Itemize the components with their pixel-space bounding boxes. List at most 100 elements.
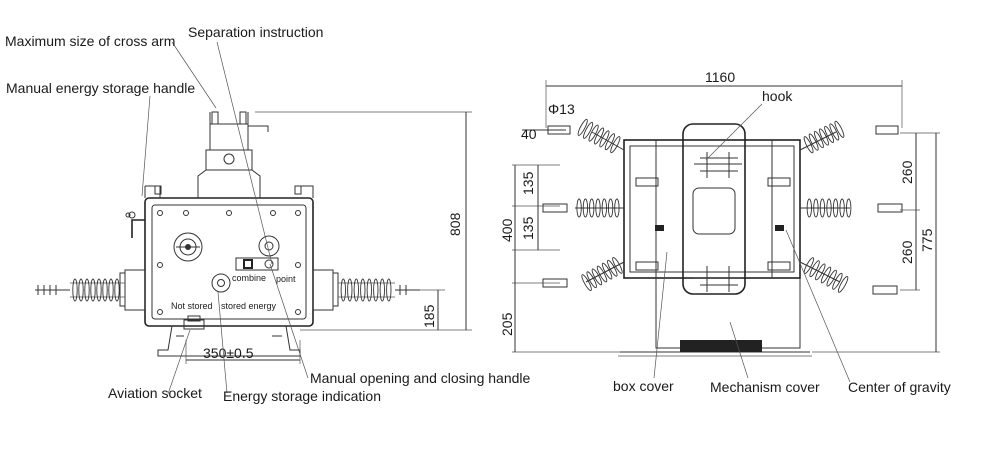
right-dimensions: 1160 Φ13 40 135 135 400 205 260 260 775 [499, 69, 940, 353]
left-dimensions: 808 185 350±0.5 [185, 111, 472, 364]
insulator-fin [819, 128, 829, 146]
insulator-fin [591, 268, 603, 286]
box-cover [623, 139, 801, 279]
insulator-fin [379, 278, 385, 302]
insulator-fin [832, 272, 843, 290]
dim-808: 808 [447, 212, 463, 236]
insulator-fin [610, 136, 621, 154]
dim-400: 400 [499, 218, 515, 242]
insulator-fin [589, 198, 595, 218]
insulator-fin [813, 198, 819, 218]
not-stored-label: Not stored [171, 301, 213, 311]
energy-dial [173, 232, 203, 262]
cover-bolts [157, 210, 301, 315]
label-hook: hook [762, 88, 793, 104]
insulator-fin [340, 278, 346, 302]
label-manual-storage-handle: Manual energy storage handle [6, 80, 195, 96]
right-bushing [312, 269, 420, 311]
insulator-fin [577, 118, 588, 136]
insulator-fin [347, 278, 353, 302]
insulator-fin [96, 278, 102, 302]
insulator-fin [826, 269, 837, 287]
insulator-fin [108, 278, 114, 302]
label-center-of-gravity: Center of gravity [848, 379, 951, 395]
insulator-fin [803, 136, 814, 154]
label-manual-open-close-handle: Manual opening and closing handle [310, 370, 530, 386]
dim-205: 205 [499, 312, 515, 336]
storage-indicator-dial [211, 273, 231, 293]
mechanism-panel [682, 123, 746, 295]
dim-phi13: Φ13 [548, 101, 575, 117]
storage-handle-rod [131, 219, 145, 238]
insulator-fin [583, 121, 594, 139]
marker-right [775, 225, 784, 231]
insulator-fin [839, 198, 845, 218]
insulator-fin [576, 198, 582, 218]
stored-energy-label: stored energy [221, 301, 277, 311]
insulator-fin [366, 278, 372, 302]
side-bushings-left [542, 118, 625, 291]
insulator-fin [829, 123, 840, 141]
front-view: combine point Not stored stored energy [35, 41, 472, 395]
dim-1160: 1160 [705, 69, 735, 85]
label-aviation-socket: Aviation socket [108, 385, 202, 401]
insulator-fin [806, 198, 812, 218]
point-label: point [276, 274, 296, 284]
label-max-cross-arm: Maximum size of cross arm [5, 33, 175, 49]
insulator-fin [78, 278, 84, 302]
dim-135-upper: 135 [520, 171, 536, 195]
insulator-fin [586, 271, 597, 289]
label-separation-instruction: Separation instruction [188, 24, 323, 40]
dim-40: 40 [521, 126, 537, 142]
combine-point-indicator [235, 257, 279, 271]
insulator-fin [114, 278, 120, 302]
insulator-fin [386, 278, 392, 302]
mounting-feet [157, 325, 301, 357]
insulator-fin [803, 257, 815, 275]
dim-260-lower: 260 [899, 240, 915, 264]
insulator-fin [826, 198, 832, 218]
dim-775: 775 [919, 228, 935, 252]
marker-left [655, 225, 664, 231]
dim-260-upper: 260 [899, 160, 915, 184]
mechanism-cover [655, 278, 801, 349]
insulator-fin [601, 198, 607, 218]
insulator-fin [809, 260, 820, 278]
left-leaders [141, 41, 309, 395]
insulator-fin [832, 198, 839, 218]
aviation-socket [183, 319, 205, 330]
insulator-fin [601, 262, 613, 280]
hook-bars [694, 152, 742, 292]
insulator-fin [614, 198, 620, 218]
label-box-cover: box cover [613, 378, 674, 394]
dim-185: 185 [421, 304, 437, 328]
left-bushing [35, 269, 146, 311]
side-bolts [635, 177, 791, 271]
insulator-fin [834, 120, 845, 138]
insulator-fin [72, 278, 78, 302]
insulator-fin [360, 278, 366, 302]
insulator-fin [588, 124, 599, 142]
insulator-fin [84, 278, 90, 302]
insulator-fin [820, 266, 832, 284]
side-view: 1160 Φ13 40 135 135 400 205 260 260 775 [499, 69, 940, 383]
main-housing [144, 197, 314, 327]
insulator-fin [581, 274, 592, 291]
label-energy-storage-indication: Energy storage indication [223, 388, 381, 404]
right-leaders [653, 103, 851, 383]
insulator-fin [593, 127, 605, 145]
insulator-fin [353, 278, 359, 302]
insulator-fin [808, 133, 819, 151]
insulator-fin [813, 131, 824, 149]
insulator-fin [607, 198, 614, 218]
dim-350: 350±0.5 [203, 345, 254, 361]
insulator-fin [815, 263, 826, 281]
insulator-fin [595, 198, 601, 218]
insulator-fin [819, 198, 826, 218]
dim-135-lower: 135 [520, 216, 536, 240]
insulator-fin [596, 265, 608, 283]
label-mechanism-cover: Mechanism cover [710, 379, 820, 395]
insulator-fin [373, 278, 379, 302]
insulator-fin [90, 278, 96, 302]
